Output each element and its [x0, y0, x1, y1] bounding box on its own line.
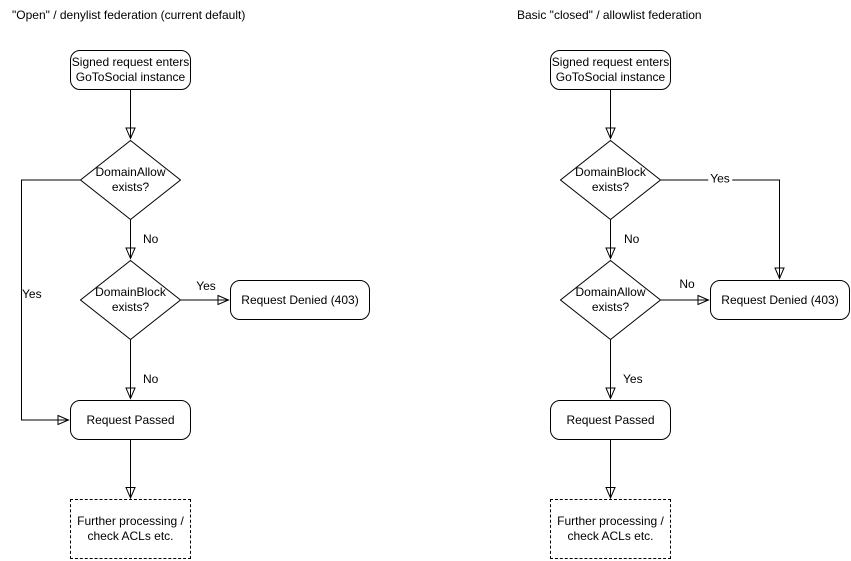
left-further-processing-node: Further processing / check ACLs etc.	[70, 499, 191, 559]
right-label-block-yes: Yes	[708, 171, 732, 186]
right-label-allow-yes: Yes	[623, 372, 643, 386]
left-request-denied-node: Request Denied (403)	[230, 280, 370, 320]
right-domainblock-label: DomainBlock exists?	[575, 165, 646, 194]
left-chart-title: "Open" / denylist federation (current de…	[12, 8, 246, 22]
left-start-label: Signed request enters GoToSocial instanc…	[71, 55, 190, 84]
left-label-block-yes: Yes	[196, 279, 216, 293]
diamond-shape	[560, 140, 661, 220]
right-request-passed-node: Request Passed	[550, 400, 671, 440]
edge-left-domainallow-yes-to-passed	[21, 179, 80, 426]
right-chart-title: Basic "closed" / allowlist federation	[517, 8, 702, 22]
left-label-allow-yes: Yes	[22, 287, 42, 301]
right-label-allow-no: No	[679, 277, 695, 291]
right-domainallow-label: DomainAllow exists?	[575, 285, 646, 314]
left-domainallow-decision: DomainAllow exists?	[80, 140, 181, 220]
left-start-node: Signed request enters GoToSocial instanc…	[70, 50, 191, 90]
right-request-denied-node: Request Denied (403)	[710, 280, 850, 320]
left-domainblock-label: DomainBlock exists?	[95, 285, 166, 314]
edge-right-domainblock-yes-to-denied	[661, 179, 785, 280]
left-request-passed-label: Request Passed	[86, 412, 175, 427]
right-label-block-no: No	[624, 232, 640, 246]
left-label-block-no: No	[143, 372, 159, 386]
right-further-processing-node: Further processing / check ACLs etc.	[550, 499, 671, 559]
right-domainblock-decision: DomainBlock exists?	[560, 140, 661, 220]
left-label-allow-no: No	[143, 232, 159, 246]
right-domainallow-decision: DomainAllow exists?	[560, 260, 661, 340]
diamond-shape	[560, 260, 661, 340]
right-request-denied-label: Request Denied (403)	[721, 292, 839, 307]
left-domainallow-label: DomainAllow exists?	[95, 165, 166, 194]
left-further-processing-label: Further processing / check ACLs etc.	[77, 514, 184, 543]
right-start-label: Signed request enters GoToSocial instanc…	[551, 55, 670, 84]
right-request-passed-label: Request Passed	[566, 412, 655, 427]
right-further-processing-label: Further processing / check ACLs etc.	[557, 514, 664, 543]
left-domainblock-decision: DomainBlock exists?	[80, 260, 181, 340]
left-request-denied-label: Request Denied (403)	[241, 292, 359, 307]
diamond-shape	[80, 260, 181, 340]
left-request-passed-node: Request Passed	[70, 400, 191, 440]
right-start-node: Signed request enters GoToSocial instanc…	[550, 50, 671, 90]
diamond-shape	[80, 140, 181, 220]
